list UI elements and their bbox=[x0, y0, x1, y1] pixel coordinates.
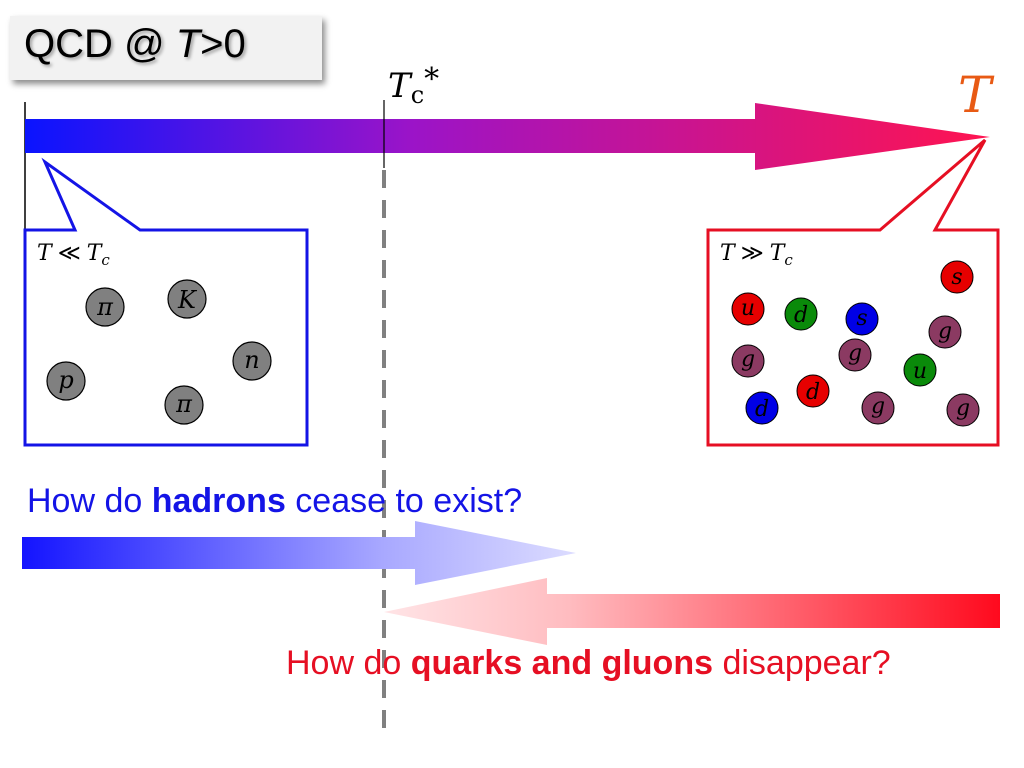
temperature-arrow bbox=[25, 103, 990, 170]
gluon-2: g bbox=[731, 344, 765, 378]
quark-u-green: u bbox=[903, 353, 937, 387]
svg-text:g: g bbox=[848, 341, 862, 366]
hadron-pi-2: π bbox=[164, 385, 204, 425]
gluon-4: g bbox=[861, 391, 895, 425]
title-box bbox=[10, 16, 322, 80]
gluon-1: g bbox=[928, 315, 962, 349]
svg-text:g: g bbox=[871, 394, 885, 419]
hadron-fade-arrow bbox=[22, 521, 576, 585]
quark-d-red: d bbox=[796, 374, 830, 408]
svg-text:p: p bbox=[58, 366, 73, 394]
quark-s-blue: s bbox=[845, 302, 879, 336]
svg-text:K: K bbox=[177, 286, 198, 314]
temperature-axis-label: T bbox=[958, 66, 995, 124]
hadrons-question: How do hadrons cease to exist? bbox=[27, 482, 523, 520]
hadron-pi-1: π bbox=[85, 287, 125, 327]
gluon-3: g bbox=[838, 338, 872, 372]
high-temperature-condition: T≫Tc bbox=[720, 241, 793, 269]
svg-text:d: d bbox=[794, 303, 808, 328]
svg-text:d: d bbox=[806, 380, 820, 405]
low-temperature-condition: T≪Tc bbox=[37, 241, 110, 269]
svg-text:π: π bbox=[175, 390, 193, 418]
gluon-5: g bbox=[946, 393, 980, 427]
svg-text:s: s bbox=[856, 306, 867, 331]
svg-text:s: s bbox=[951, 265, 962, 290]
quark-d-green: d bbox=[784, 297, 818, 331]
quarks-question: How do quarks and gluons disappear? bbox=[286, 644, 891, 682]
svg-text:g: g bbox=[938, 319, 952, 344]
svg-text:d: d bbox=[755, 397, 769, 422]
hadron-proton: p bbox=[46, 361, 86, 401]
svg-text:u: u bbox=[913, 359, 927, 384]
slide-title: QCD @ T>0 bbox=[24, 22, 246, 66]
svg-text:n: n bbox=[244, 346, 259, 374]
quark-fade-arrow bbox=[384, 578, 1000, 645]
low-temperature-callout bbox=[23, 157, 309, 447]
quark-s-red: s bbox=[940, 260, 974, 294]
svg-text:g: g bbox=[741, 347, 755, 372]
quark-d-blue: d bbox=[745, 391, 779, 425]
hadron-neutron: n bbox=[232, 341, 272, 381]
svg-text:u: u bbox=[741, 296, 755, 321]
hadron-kaon: K bbox=[167, 279, 207, 319]
svg-text:π: π bbox=[96, 293, 114, 321]
svg-text:g: g bbox=[956, 396, 970, 421]
tc-label: Tc* bbox=[388, 62, 439, 109]
quark-u-red: u bbox=[731, 292, 765, 326]
